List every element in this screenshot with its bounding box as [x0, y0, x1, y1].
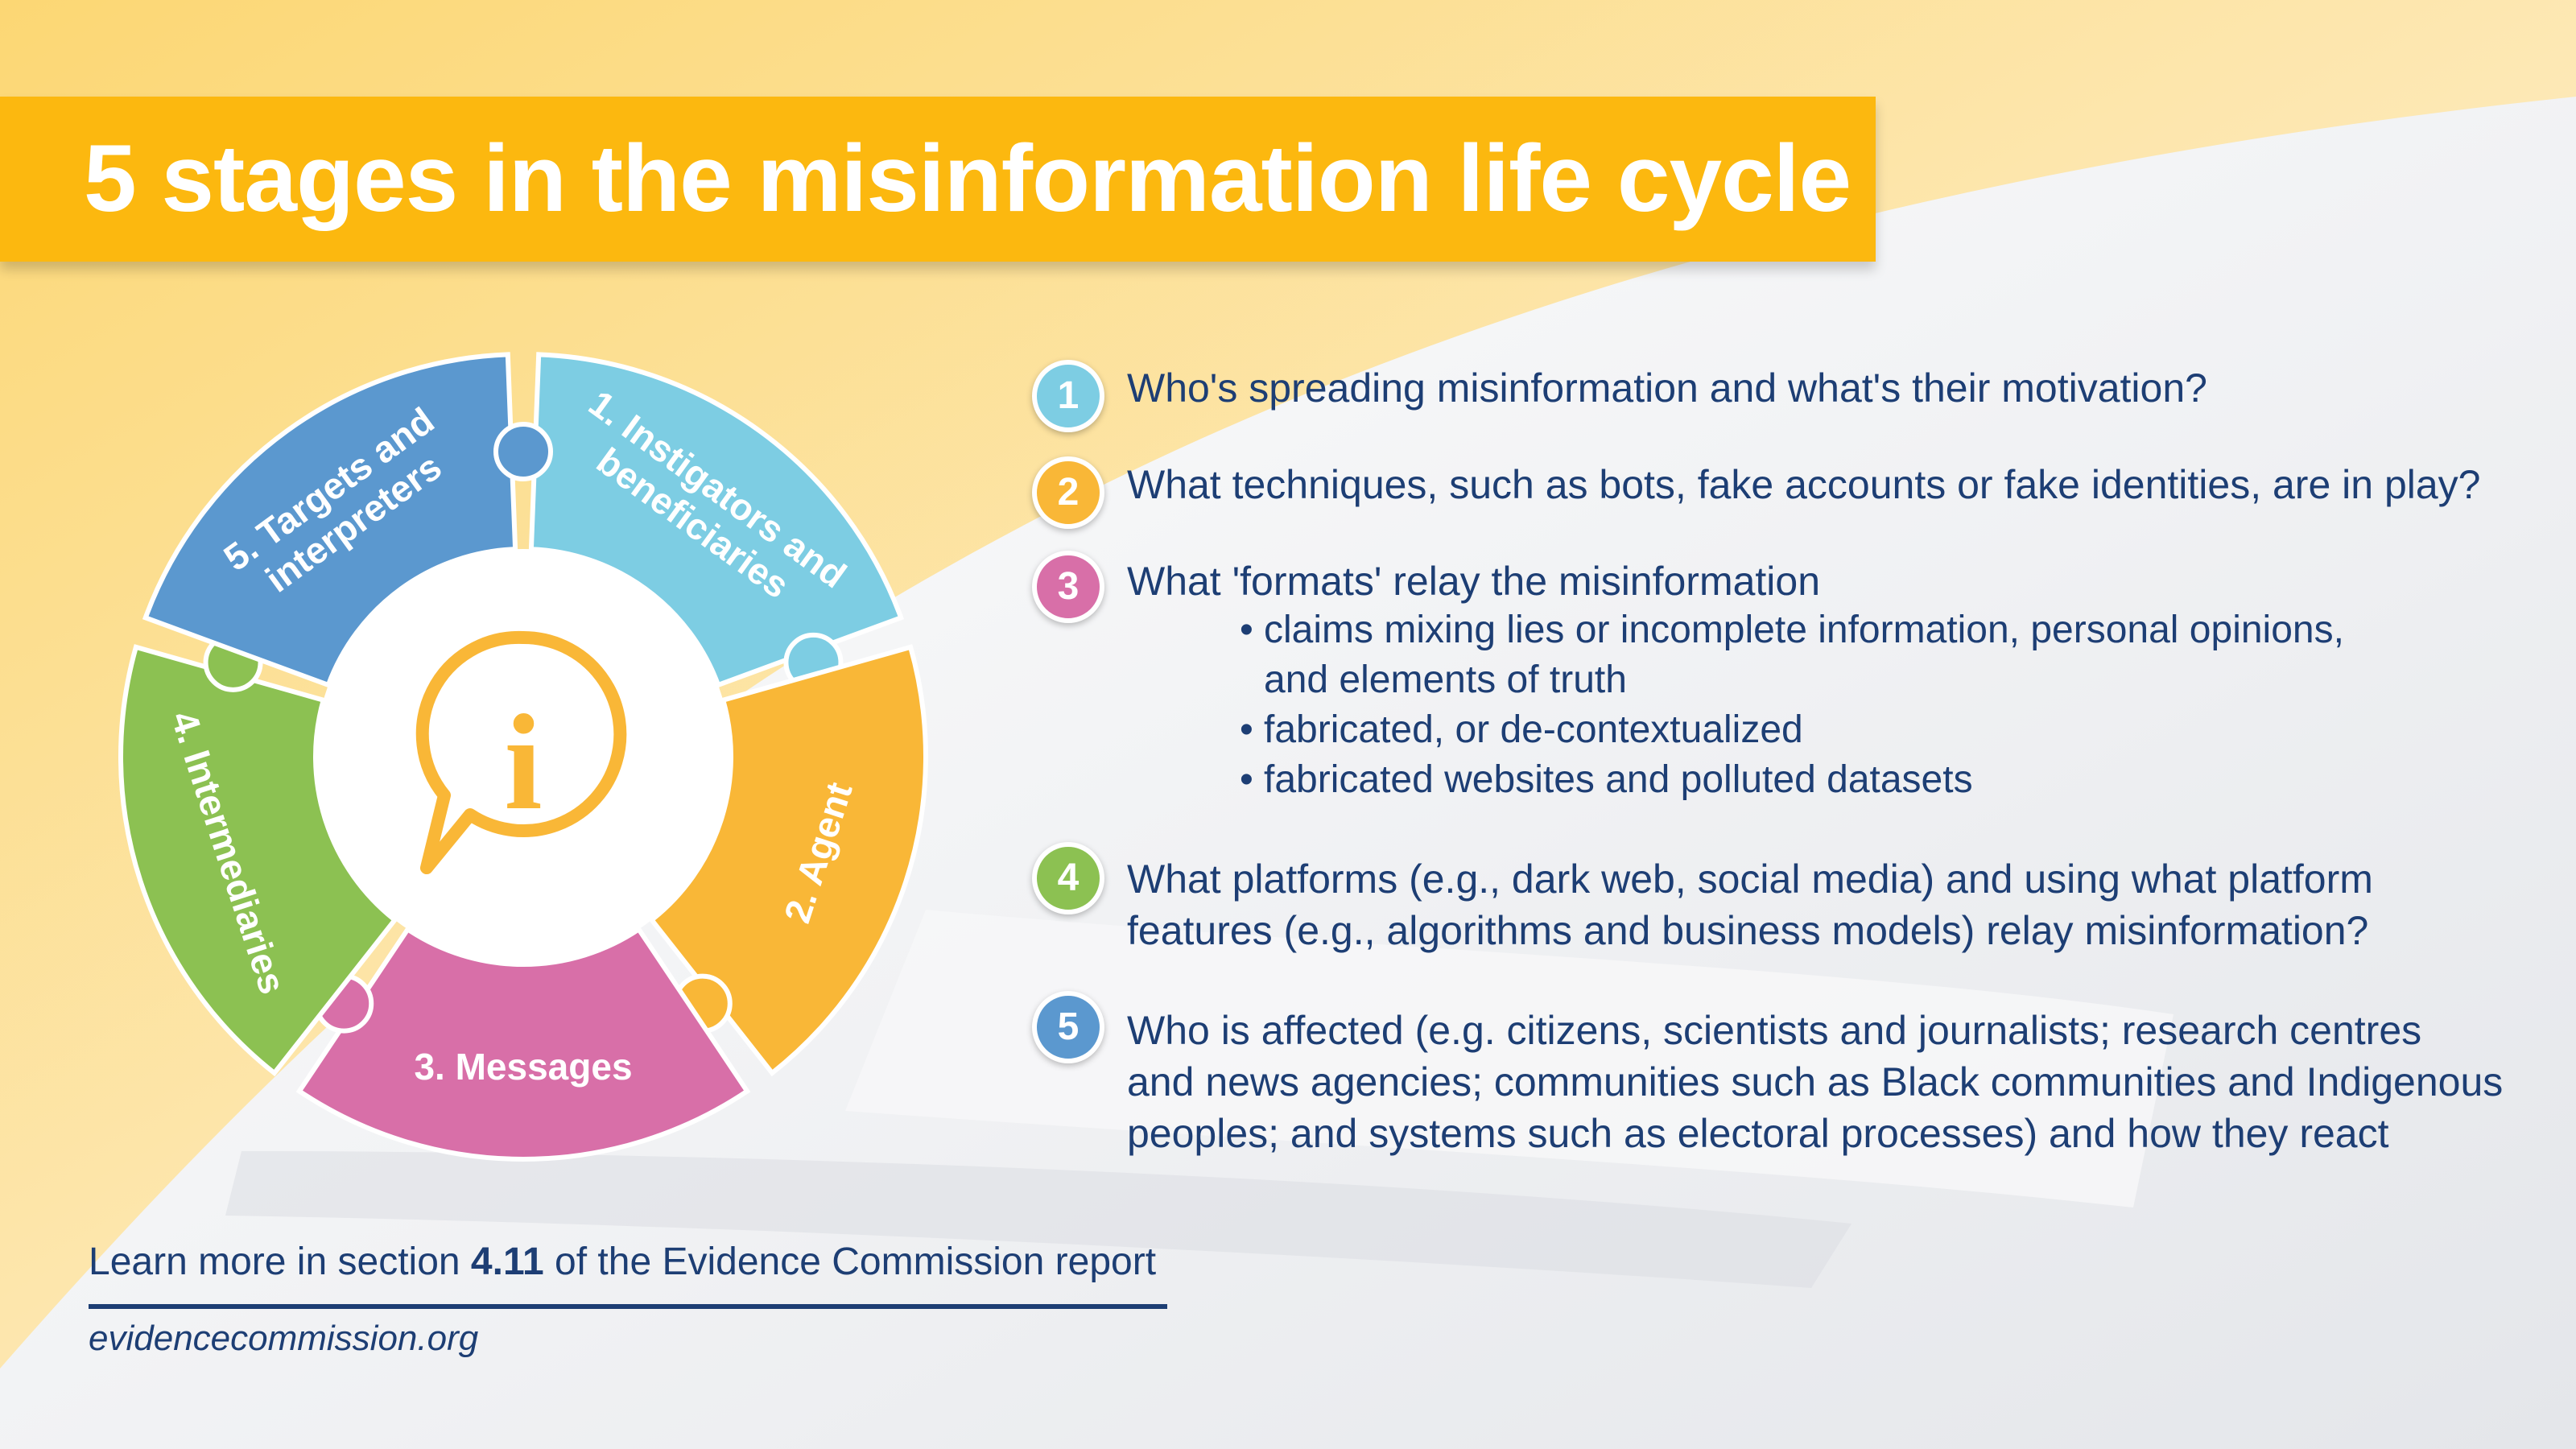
- footer-divider: [89, 1304, 1167, 1309]
- puzzle-knob: [493, 422, 553, 481]
- question-5-line: peoples; and systems such as electoral p…: [1127, 1111, 2389, 1156]
- title-banner: 5 stages in the misinformation life cycl…: [0, 97, 1876, 262]
- question-1: Who's spreading misinformation and what'…: [1127, 365, 2207, 411]
- formats-bullet-list: claims mixing lies or incomplete informa…: [1240, 605, 2344, 805]
- question-3: What 'formats' relay the misinformation: [1127, 559, 1821, 604]
- page-title: 5 stages in the misinformation life cycl…: [84, 126, 1852, 232]
- learn-suffix: of the Evidence Commission report: [543, 1241, 1157, 1283]
- bullet-item-continuation: and elements of truth: [1264, 658, 1627, 701]
- badge-1: 1: [1032, 360, 1104, 432]
- stage-label-line: 3. Messages: [414, 1046, 632, 1088]
- question-5: Who is affected (e.g. citizens, scientis…: [1127, 1005, 2503, 1159]
- cycle-center: [316, 549, 731, 964]
- question-5-line: Who is affected (e.g. citizens, scientis…: [1127, 1008, 2422, 1053]
- stage-label-3: 3. Messages: [414, 1046, 632, 1088]
- question-4-line: What platforms (e.g., dark web, social m…: [1127, 857, 2373, 902]
- badge-4: 4: [1032, 842, 1104, 914]
- info-speech-bubble-icon: i: [415, 630, 627, 874]
- question-5-line: and news agencies; communities such as B…: [1127, 1059, 2504, 1104]
- bullet-item: fabricated, or de-contextualized: [1240, 705, 2344, 755]
- badge-3: 3: [1032, 551, 1104, 623]
- question-4-line: features (e.g., algorithms and business …: [1127, 908, 2369, 953]
- question-2: What techniques, such as bots, fake acco…: [1127, 462, 2481, 507]
- bullet-item: fabricated websites and polluted dataset…: [1240, 755, 2344, 805]
- website-link[interactable]: evidencecommission.org: [89, 1319, 479, 1358]
- section-number: 4.11: [470, 1241, 544, 1283]
- question-4: What platforms (e.g., dark web, social m…: [1127, 853, 2373, 956]
- info-glyph: i: [504, 687, 542, 838]
- bullet-item: claims mixing lies or incomplete informa…: [1240, 605, 2344, 655]
- learn-prefix: Learn more in section: [89, 1241, 471, 1283]
- badge-5: 5: [1032, 991, 1104, 1063]
- learn-more-text: Learn more in section 4.11 of the Eviden…: [89, 1240, 1156, 1284]
- badge-2: 2: [1032, 456, 1104, 529]
